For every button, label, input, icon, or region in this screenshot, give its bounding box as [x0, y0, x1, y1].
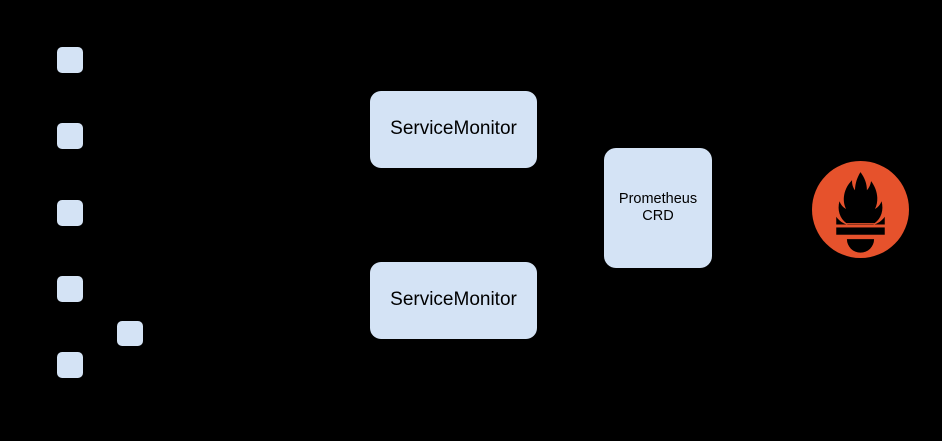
prometheus-crd-box-label: Prometheus CRD: [618, 190, 698, 224]
service-monitor-box-bottom[interactable]: ServiceMonitor: [370, 262, 537, 339]
pod-square-1[interactable]: [57, 47, 83, 73]
prometheus-lamp-bar: [836, 227, 885, 235]
pod-square-3[interactable]: [57, 200, 83, 226]
pod-square-5[interactable]: [57, 352, 83, 378]
pod-square-offset[interactable]: [117, 321, 143, 346]
pod-square-4[interactable]: [57, 276, 83, 302]
service-monitor-box-top-label: ServiceMonitor: [390, 118, 517, 140]
service-monitor-box-top[interactable]: ServiceMonitor: [370, 91, 537, 168]
prometheus-lamp-base: [846, 239, 875, 253]
prometheus-logo-icon: [812, 161, 909, 258]
pod-square-2[interactable]: [57, 123, 83, 149]
prometheus-lamp-bowl: [836, 216, 885, 225]
prometheus-flame: [838, 172, 883, 224]
prometheus-crd-box[interactable]: Prometheus CRD: [604, 148, 712, 268]
prometheus-torch-glyph: [836, 172, 885, 253]
service-monitor-box-bottom-label: ServiceMonitor: [390, 289, 517, 311]
